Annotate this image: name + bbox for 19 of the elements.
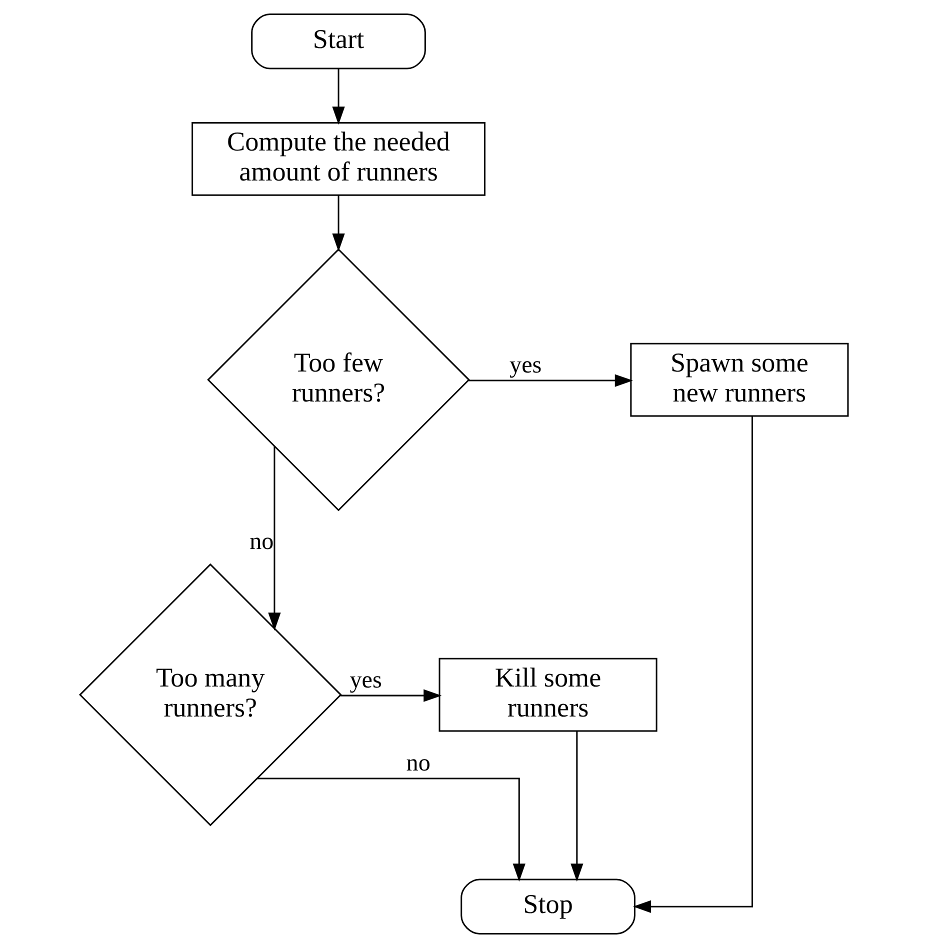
- arrow: [257, 778, 526, 882]
- edge-label: no: [250, 529, 274, 556]
- node-box: Start: [251, 14, 426, 70]
- arrow: [332, 68, 345, 125]
- node-box: Spawn some new runners: [630, 342, 849, 417]
- edge-label: yes: [350, 668, 382, 694]
- node-box: Compute the needed amount of runners: [192, 122, 486, 196]
- arrow: [570, 731, 584, 882]
- arrow: [332, 195, 345, 252]
- node-box: Kill some runners: [438, 658, 658, 732]
- arrow: [632, 416, 754, 913]
- edge-label: no: [406, 750, 430, 777]
- arrow: [340, 689, 442, 702]
- arrow: [468, 374, 633, 387]
- node-box: Stop: [460, 878, 636, 934]
- node-diamond: Too many runners?: [78, 563, 342, 826]
- edge-label: yes: [510, 352, 542, 379]
- arrow: [268, 446, 281, 631]
- node-diamond: Too few runners?: [207, 248, 470, 512]
